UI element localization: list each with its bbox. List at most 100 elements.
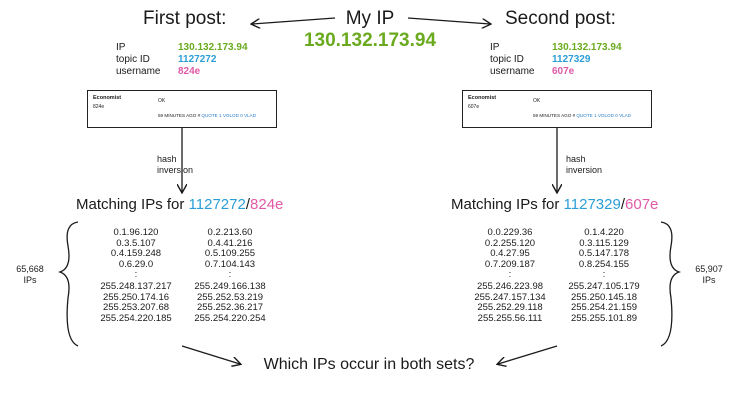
- ip-row: 255.250.145.18: [570, 291, 638, 303]
- ellipsis-row: :: [228, 269, 232, 280]
- inversion-text: inversion: [157, 165, 194, 175]
- ip-row: 0.2.213.60: [207, 227, 253, 238]
- ip-row: 255.252.53.219: [196, 291, 264, 303]
- ellipsis-row: :: [602, 269, 606, 280]
- count-value: 65,668: [16, 264, 44, 274]
- count-unit: IPs: [23, 275, 37, 285]
- info-key-ip: IP: [490, 42, 500, 53]
- card-quote-link[interactable]: QUOTE: [201, 113, 218, 118]
- ip-row: 255.255.56.111: [477, 312, 543, 324]
- match-username: 824e: [250, 196, 284, 213]
- ip-row: 255.250.174.16: [102, 291, 170, 303]
- card-votes[interactable]: 1 VOLOD 0: [594, 113, 618, 118]
- ip-row: 255.252.29.118: [477, 302, 543, 313]
- first-ip-value: 130.132.173.94: [178, 42, 248, 53]
- ip-row: 255.253.207.68: [102, 302, 170, 313]
- match-topic: 1127329: [563, 196, 621, 213]
- match-prefix: Matching IPs for: [76, 196, 189, 213]
- ip-row: 0.3.5.107: [116, 237, 156, 249]
- second-post-info-values: 130.132.173.94 1127329 607e: [552, 42, 622, 78]
- ip-row: 0.1.96.120: [113, 227, 159, 238]
- ip-row: 0.5.147.178: [578, 248, 630, 259]
- arrow-to-second-post: [407, 17, 490, 24]
- arrow-right-to-question: [498, 345, 558, 364]
- ip-row: 0.6.29.0: [118, 258, 154, 270]
- arrow-left-to-question: [181, 345, 240, 364]
- question-text: Which IPs occur in both sets?: [263, 356, 475, 373]
- ip-row: 0.4.27.95: [490, 248, 530, 259]
- second-hash-label: hash inversion: [566, 154, 602, 176]
- ip-row: 255.246.223.98: [476, 281, 544, 292]
- info-key-username: username: [116, 66, 161, 77]
- second-username-value: 607e: [552, 66, 575, 77]
- card-user-id: 824e: [93, 104, 105, 110]
- card-meta: 59 MINUTES AGO # QUOTE 1 VOLOD 0 VLAD: [158, 113, 256, 118]
- ellipsis-row: :: [134, 269, 138, 280]
- count-unit: IPs: [702, 275, 716, 285]
- card-author: Economist: [468, 95, 497, 101]
- second-post-card: Economist 607e OK 59 MINUTES AGO # QUOTE…: [462, 90, 652, 128]
- ip-row: 0.1.4.220: [584, 227, 624, 238]
- card-user-id: 607e: [468, 104, 480, 110]
- ip-row: 0.4.159.248: [110, 248, 162, 259]
- ip-row: 0.0.229.36: [487, 227, 533, 238]
- card-quote-link[interactable]: QUOTE: [576, 113, 593, 118]
- second-match-heading: Matching IPs for 1127329/607e: [451, 196, 658, 213]
- left-brace: [57, 221, 79, 347]
- arrow-to-first-post: [252, 17, 336, 24]
- ip-row: 0.4.41.216: [207, 237, 253, 249]
- first-post-info-keys: IP topic ID username: [116, 42, 160, 78]
- ip-row: 255.247.157.134: [474, 291, 546, 303]
- match-username: 607e: [625, 196, 659, 213]
- card-vlad-link[interactable]: VLAD: [244, 113, 257, 118]
- ip-row: 255.254.220.254: [194, 312, 266, 324]
- card-meta-time: 59 MINUTES AGO #: [533, 113, 576, 118]
- ellipsis-row: :: [508, 269, 512, 280]
- card-meta-time: 59 MINUTES AGO #: [158, 113, 201, 118]
- second-ip-count: 65,907 IPs: [687, 264, 731, 286]
- inversion-text: inversion: [566, 165, 603, 175]
- ip-row: 0.2.255.120: [484, 237, 536, 249]
- count-value: 65,907: [695, 264, 723, 274]
- ip-row: 255.247.105.179: [568, 281, 640, 292]
- my-ip-label: My IP: [345, 8, 395, 29]
- second-topic-value: 1127329: [552, 54, 591, 65]
- card-author: Economist: [93, 95, 122, 101]
- first-hash-label: hash inversion: [157, 154, 193, 176]
- match-topic: 1127272: [188, 196, 246, 213]
- ip-row: 255.254.21.159: [570, 302, 638, 313]
- card-votes[interactable]: 1 VOLOD 0: [219, 113, 243, 118]
- info-key-username: username: [490, 66, 535, 77]
- second-post-info-keys: IP topic ID username: [490, 42, 534, 78]
- card-meta: 59 MINUTES AGO # QUOTE 1 VOLOD 0 VLAD: [533, 113, 631, 118]
- ip-row: 255.254.220.185: [100, 312, 172, 324]
- first-match-heading: Matching IPs for 1127272/824e: [76, 196, 283, 213]
- second-ip-value: 130.132.173.94: [552, 42, 622, 53]
- ip-row: 0.7.209.187: [484, 258, 536, 270]
- first-post-card: Economist 824e OK 59 MINUTES AGO # QUOTE…: [87, 90, 277, 128]
- first-post-info-values: 130.132.173.94 1127272 824e: [178, 42, 248, 78]
- first-ip-count: 65,668 IPs: [8, 264, 52, 286]
- ip-row: 0.3.115.129: [579, 237, 629, 249]
- match-separator: /: [245, 196, 251, 213]
- my-ip-value: 130.132.173.94: [303, 30, 437, 51]
- card-vlad-link[interactable]: VLAD: [619, 113, 632, 118]
- info-key-topic: topic ID: [490, 54, 524, 65]
- ip-row: 255.248.137.217: [100, 281, 172, 292]
- first-username-value: 824e: [178, 66, 201, 77]
- first-post-title: First post:: [143, 8, 227, 29]
- info-key-topic: topic ID: [116, 54, 150, 65]
- match-separator: /: [620, 196, 626, 213]
- right-brace: [660, 221, 682, 347]
- ip-row: 0.7.104.143: [204, 258, 256, 270]
- card-body: OK: [158, 98, 166, 104]
- match-prefix: Matching IPs for: [451, 196, 564, 213]
- ip-row: 0.8.254.155: [578, 258, 630, 270]
- card-body: OK: [533, 98, 541, 104]
- first-topic-value: 1127272: [178, 54, 217, 65]
- ip-row: 255.252.36.217: [196, 302, 264, 313]
